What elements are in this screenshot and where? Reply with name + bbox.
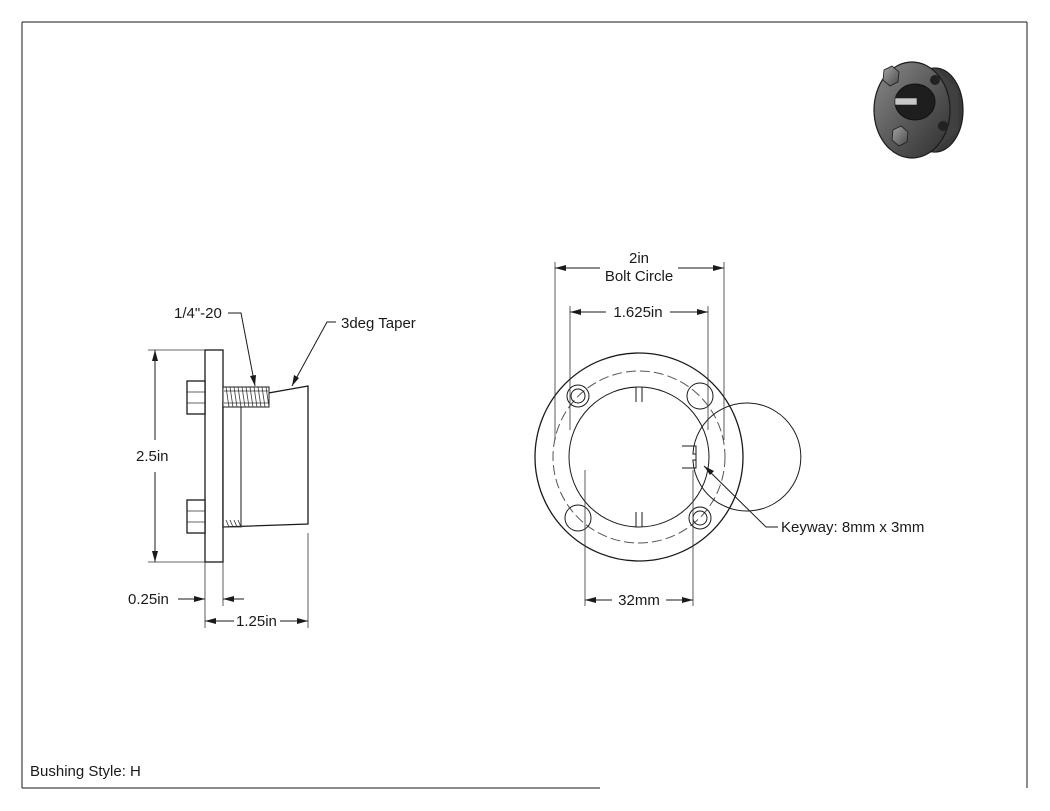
clearance-hole-top-right [686, 382, 714, 410]
clearance-hole-bottom-left [564, 504, 592, 532]
hub-diameter-label: 1.625in [613, 304, 662, 321]
tapered-hub [222, 385, 309, 528]
bolt-circle-centerline [552, 370, 726, 544]
bore-label: 32mm [618, 592, 660, 609]
drawing-frame [21, 21, 1028, 789]
bore-outline [692, 402, 802, 512]
side-view: 1/4"-20 3deg Taper 2.5in 0.25in 1.25in [128, 305, 416, 630]
thread-label: 1/4"-20 [174, 305, 222, 322]
bushing-style-label: Bushing Style: H [30, 763, 141, 780]
bolt-hole-icon [930, 75, 940, 85]
flange-thickness-label: 0.25in [128, 591, 169, 608]
taper-label: 3deg Taper [341, 315, 416, 332]
front-view: 2in Bolt Circle 1.625in 32mm Keyway: 8mm… [534, 250, 924, 609]
tapped-hole-top-left [566, 384, 590, 408]
hub-outline [568, 386, 710, 528]
isometric-preview [873, 61, 964, 159]
bolt-circle-label: Bolt Circle [605, 268, 673, 285]
flange-side [204, 349, 224, 563]
height-label: 2.5in [136, 448, 169, 465]
screw-head-bottom [186, 499, 206, 534]
threaded-shank [222, 386, 270, 408]
tapped-hole-bottom-right [688, 506, 712, 530]
bolt-hole-icon [938, 121, 948, 131]
keyway-label: Keyway: 8mm x 3mm [781, 519, 924, 536]
screw-head-top [882, 65, 900, 87]
bolt-circle-value: 2in [629, 250, 649, 267]
length-label: 1.25in [236, 613, 277, 630]
flange-outline [534, 352, 744, 562]
keyway-slot [894, 97, 918, 106]
keyway-outline [682, 445, 697, 469]
screw-head-top [186, 380, 206, 415]
screw-head-bottom [891, 125, 909, 147]
